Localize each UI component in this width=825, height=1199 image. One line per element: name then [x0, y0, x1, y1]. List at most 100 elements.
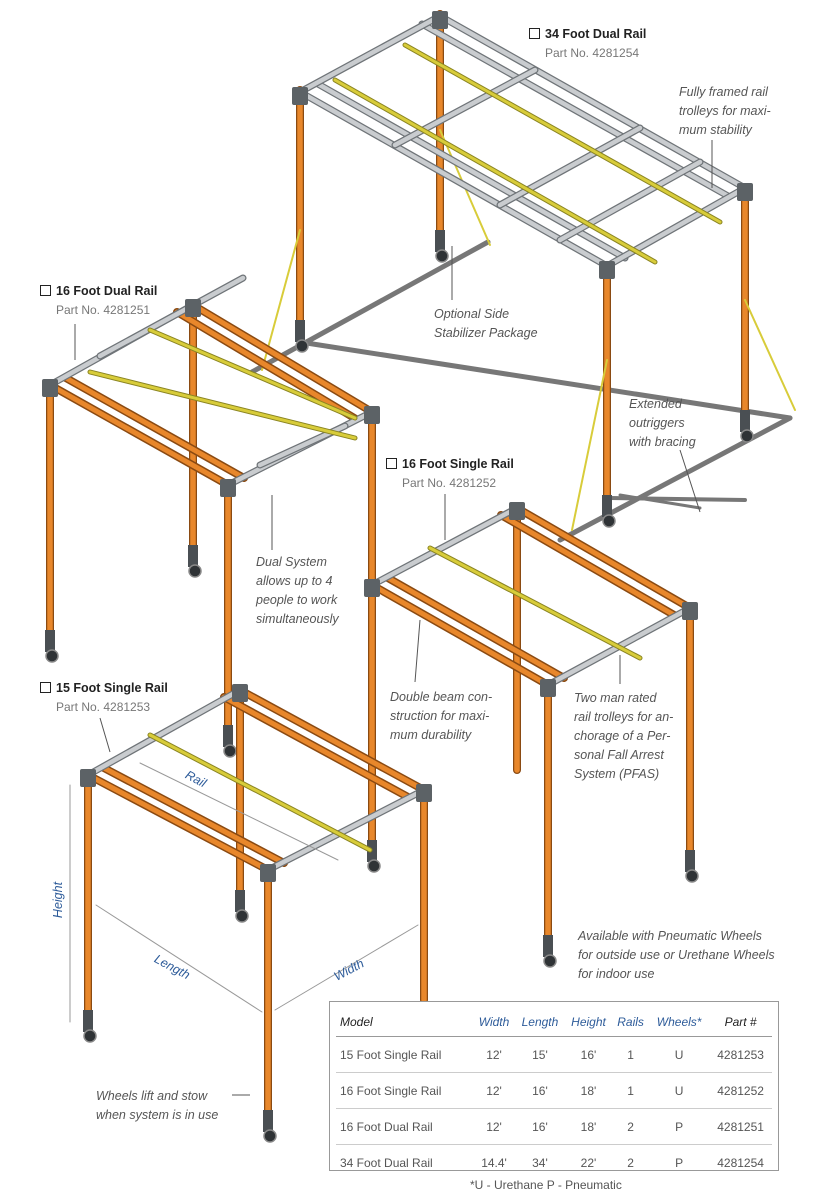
- beam-16s-back-a: [514, 505, 693, 611]
- cell-height: 22': [580, 1155, 597, 1170]
- trolley-track-15s: [148, 733, 372, 852]
- dimension-line-width: [274, 924, 419, 1011]
- rail-16s-left: [369, 505, 520, 588]
- wheel-16s-a: [367, 859, 381, 873]
- header-rails: Rails: [612, 1008, 650, 1037]
- header-width: Width: [473, 1008, 516, 1037]
- dimension-line-rail: [139, 762, 339, 861]
- cell-wheels: U: [649, 1072, 710, 1109]
- outrigger-bar: [608, 496, 747, 502]
- cell-rails: 1: [612, 1072, 650, 1109]
- leader-15s-title: [99, 717, 111, 753]
- bracket-16d-b: [185, 299, 201, 317]
- table-row: 34 Foot Dual Rail 14.4' 34' 22' 2 P 4281…: [336, 1145, 772, 1181]
- stabilizer-bar-left: [249, 239, 491, 375]
- cell-wheels: P: [649, 1108, 710, 1145]
- rail-34-right-inner: [419, 21, 731, 199]
- cell-model: 34 Foot Dual Rail: [340, 1155, 433, 1170]
- leader-outriggers: [679, 449, 701, 513]
- cell-height: 18': [564, 1072, 613, 1109]
- spec-table: Model Width Length Height Rails Wheels* …: [336, 1008, 772, 1180]
- note-double-beam: Double beam con-struction for maxi-mum d…: [390, 690, 493, 742]
- crossbar-34-c: [557, 159, 703, 243]
- part-no-16-foot-dual: Part No. 4281251: [56, 303, 151, 317]
- beam-15s-back-b: [221, 694, 411, 800]
- wheel-15s-c-mount: [263, 1110, 273, 1132]
- header-part-number: Part #: [709, 1008, 772, 1037]
- beam-16d-front-b: [63, 375, 247, 481]
- rail-34-left-outer: [297, 89, 610, 269]
- bracket-15s-d: [260, 864, 276, 882]
- cell-length: 15': [515, 1036, 565, 1073]
- table-header-row: Model Width Length Height Rails Wheels* …: [336, 1008, 772, 1037]
- bracket-16s-a: [364, 579, 380, 597]
- bracket-15s-a: [80, 769, 96, 787]
- cell-height: 18': [564, 1108, 613, 1145]
- wheel-16d-b-mount: [188, 545, 198, 567]
- wheel-34-c-mount: [740, 410, 750, 432]
- header-length: Length: [515, 1008, 565, 1037]
- cell-model: 15 Foot Single Rail: [336, 1036, 474, 1073]
- trolley-track-16d-a: [88, 370, 357, 440]
- beam-15s-front-a: [85, 772, 271, 873]
- wheel-15s-c: [263, 1129, 277, 1143]
- cell-width: 12': [473, 1108, 516, 1145]
- stabilizer-bar-back: [297, 339, 793, 421]
- table-row: 16 Foot Dual Rail 12' 16' 18' 2 P 428125…: [336, 1108, 772, 1145]
- wheel-15s-b: [235, 909, 249, 923]
- wheel-16d-a-mount: [45, 630, 55, 652]
- table-row: 16 Foot Single Rail 12' 16' 18' 1 U 4281…: [336, 1072, 772, 1109]
- cell-part-number: 4281253: [709, 1036, 772, 1073]
- checkbox-icon: [40, 682, 51, 693]
- trolley-track-16d-b: [148, 328, 357, 420]
- cell-part-number: 4281252: [709, 1072, 772, 1109]
- brace-cable-34-right: [744, 299, 796, 411]
- rail-34-front: [604, 185, 748, 269]
- cell-width: 12': [473, 1072, 516, 1109]
- crossbar-34-a: [392, 67, 538, 148]
- wheel-legend: *U - Urethane P - Pneumatic: [470, 1178, 622, 1192]
- bracket-15s-c: [416, 784, 432, 802]
- cell-height: 16': [564, 1036, 613, 1073]
- trolley-track-34-b: [403, 43, 722, 224]
- table-row: 15 Foot Single Rail 12' 15' 16' 1 U 4281…: [336, 1036, 772, 1073]
- bracket-34-d: [599, 261, 615, 279]
- rail-16d-mid-a: [97, 275, 246, 359]
- wheel-15s-a-mount: [83, 1010, 93, 1032]
- wheel-34-c: [740, 429, 754, 443]
- beam-15s-front-b: [101, 765, 287, 866]
- cell-length: 16': [515, 1072, 565, 1109]
- wheel-16d-a: [45, 649, 59, 663]
- bracket-34-c: [737, 183, 753, 201]
- bracket-34-a: [292, 87, 308, 105]
- cell-rails: 2: [612, 1108, 650, 1145]
- rail-34-right-outer: [437, 13, 748, 191]
- bracket-16s-d: [540, 679, 556, 697]
- dimension-line-length: [95, 904, 263, 1013]
- header-model: Model: [336, 1008, 474, 1037]
- wheel-34-a-mount: [295, 320, 305, 342]
- bracket-15s-b: [232, 684, 248, 702]
- cell-rails: 2: [627, 1155, 634, 1170]
- beam-16s-front-b: [385, 575, 567, 681]
- wheel-34-a: [295, 339, 309, 353]
- checkbox-icon: [40, 285, 51, 296]
- wheel-16s-b: [685, 869, 699, 883]
- title-16-foot-dual-rail: 16 Foot Dual Rail: [40, 284, 157, 298]
- checkbox-icon: [529, 28, 540, 39]
- bracket-16d-a: [42, 379, 58, 397]
- cell-rails: 1: [612, 1036, 650, 1073]
- wheel-34-d-mount: [602, 495, 612, 517]
- cell-width: 14.4': [481, 1155, 507, 1170]
- checkbox-icon: [386, 458, 397, 469]
- wheel-16s-b-mount: [685, 850, 695, 872]
- brace-cable-34-front: [571, 359, 608, 531]
- cell-part-number: 4281254: [717, 1155, 764, 1170]
